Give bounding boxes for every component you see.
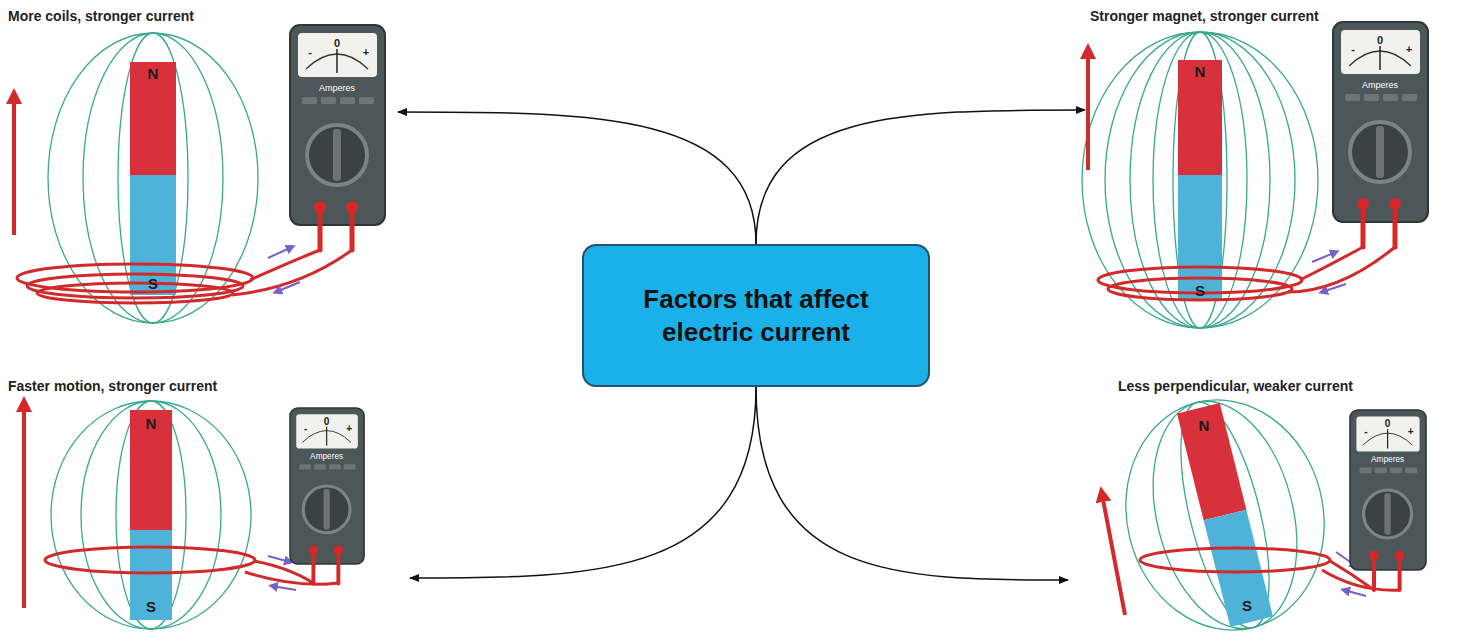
pole-label: N <box>148 66 159 81</box>
pole-label: S <box>148 276 158 291</box>
pole-label: N <box>1195 64 1206 79</box>
meter-unit: Amperes <box>319 84 355 93</box>
meter-scale: + <box>363 47 369 58</box>
coils-panel: More coils, stronger current <box>0 0 398 330</box>
meter-scale: 0 <box>334 38 340 49</box>
meter-scale: + <box>1406 44 1412 55</box>
topic-box: Factors that affect electric current <box>582 244 930 387</box>
pole-label: N <box>146 416 157 431</box>
meter-scale: - <box>304 424 307 434</box>
meter-unit: Amperes <box>310 453 343 461</box>
connector-arrow <box>410 387 756 578</box>
meter-scale: 0 <box>324 417 330 427</box>
meter-scale: 0 <box>1385 419 1391 429</box>
connector-arrow <box>756 387 1068 580</box>
meter-scale: - <box>1364 427 1367 437</box>
meter-scale: - <box>1351 44 1355 55</box>
pole-label: S <box>1195 283 1205 298</box>
pole-label: S <box>1242 598 1252 613</box>
topic-text: Factors that affect electric current <box>604 283 908 348</box>
magnet-illustration <box>1082 22 1428 328</box>
angle-panel: Less perpendicular, weaker current <box>1068 370 1481 633</box>
angle-illustration <box>1102 379 1426 633</box>
motion-illustration <box>24 401 364 629</box>
meter-unit: Amperes <box>1371 456 1404 464</box>
meter-scale: + <box>346 424 352 434</box>
pole-label: N <box>1199 418 1210 433</box>
coils-illustration <box>14 25 385 323</box>
meter-scale: - <box>308 47 312 58</box>
panel-heading: Stronger magnet, stronger current <box>1090 8 1319 25</box>
panel-heading: More coils, stronger current <box>8 8 194 25</box>
panel-heading: Faster motion, stronger current <box>8 378 217 395</box>
connector-arrow <box>398 112 756 244</box>
pole-label: S <box>146 599 156 614</box>
meter-scale: 0 <box>1377 35 1383 46</box>
meter-unit: Amperes <box>1362 81 1398 90</box>
magnet-panel: Stronger magnet, stronger current <box>1085 0 1481 330</box>
panel-heading: Less perpendicular, weaker current <box>1118 378 1353 395</box>
motion-panel: Faster motion, stronger current <box>0 370 410 633</box>
meter-scale: + <box>1408 427 1414 437</box>
connector-arrow <box>756 110 1085 244</box>
